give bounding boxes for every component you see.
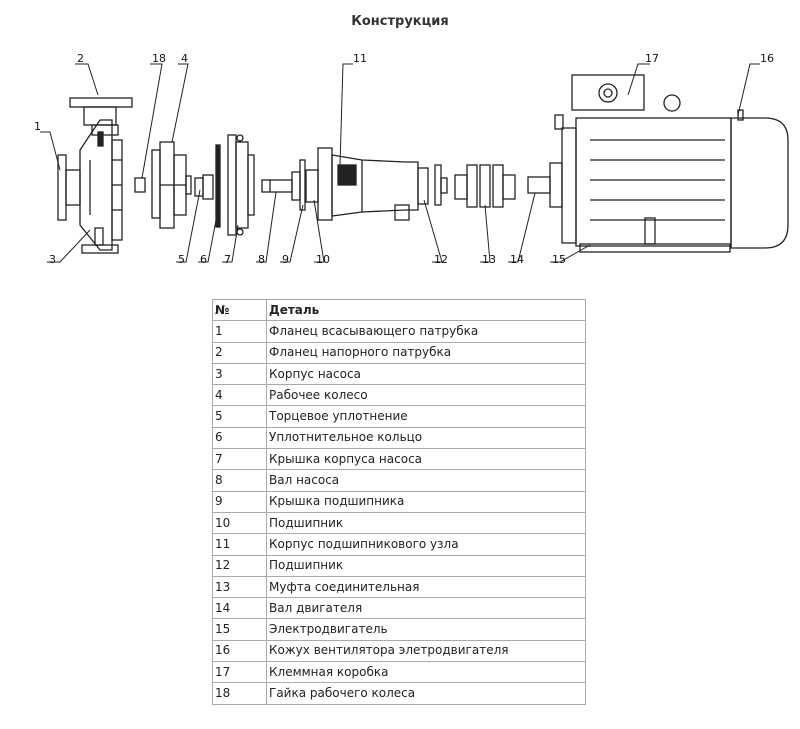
part-name-cell: Крышка подшипника	[266, 490, 586, 513]
part-number-cell: 18	[212, 682, 267, 705]
part-name-cell: Муфта соединительная	[266, 575, 586, 599]
part-number-cell: 12	[212, 554, 267, 577]
column-header-part: Деталь	[266, 298, 586, 322]
part-number-cell: 10	[212, 511, 267, 535]
part-name-cell: Фланец напорного патрубка	[266, 341, 586, 364]
callout-5: 5	[178, 253, 185, 266]
impeller	[151, 141, 192, 229]
callout-18: 18	[152, 52, 166, 65]
callout-6: 6	[200, 253, 207, 266]
motor-shaft	[527, 176, 551, 194]
callout-1: 1	[34, 120, 41, 133]
callout-11: 11	[353, 52, 367, 65]
part-number-cell: 5	[212, 405, 267, 428]
part-number-cell: 14	[212, 597, 267, 620]
page-title: Конструкция	[351, 14, 449, 29]
column-header-number: №	[212, 298, 267, 322]
part-number-cell: 9	[212, 490, 267, 513]
part-name-cell: Уплотнительное кольцо	[266, 426, 586, 450]
part-name-cell: Клеммная коробка	[266, 661, 586, 684]
callout-12: 12	[434, 253, 448, 266]
part-number-cell: 1	[212, 320, 267, 343]
part-number-cell: 6	[212, 426, 267, 450]
callout-8: 8	[258, 253, 265, 266]
callout-9: 9	[282, 253, 289, 266]
electric-motor	[549, 74, 789, 253]
part-number-cell: 8	[212, 469, 267, 492]
callout-10: 10	[316, 253, 330, 266]
callout-14: 14	[510, 253, 524, 266]
part-number-cell: 16	[212, 639, 267, 663]
part-name-cell: Подшипник	[266, 554, 586, 577]
mechanical-seal	[194, 174, 214, 200]
part-name-cell: Подшипник	[266, 511, 586, 535]
impeller-nut	[134, 177, 146, 193]
o-ring	[215, 144, 221, 228]
part-number-cell: 4	[212, 384, 267, 407]
part-name-cell: Корпус подшипникового узла	[266, 533, 586, 556]
part-name-cell: Гайка рабочего колеса	[266, 682, 586, 705]
part-name-cell: Корпус насоса	[266, 362, 586, 386]
bearing-2	[417, 164, 448, 206]
part-number-cell: 2	[212, 341, 267, 364]
callout-16: 16	[760, 52, 774, 65]
callout-7: 7	[224, 253, 231, 266]
pump-casing	[57, 97, 133, 254]
part-name-cell: Рабочее колесо	[266, 384, 586, 407]
part-name-cell: Торцевое уплотнение	[266, 405, 586, 428]
coupling	[454, 164, 516, 208]
bearing-cover	[299, 159, 306, 211]
part-name-cell: Электродвигатель	[266, 618, 586, 641]
callout-2: 2	[77, 52, 84, 65]
part-name-cell: Фланец всасывающего патрубка	[266, 320, 586, 343]
part-name-cell: Вал двигателя	[266, 597, 586, 620]
part-name-cell: Кожух вентилятора элетродвигателя	[266, 639, 586, 663]
part-number-cell: 15	[212, 618, 267, 641]
bearing-1	[305, 169, 319, 203]
part-number-cell: 11	[212, 533, 267, 556]
bearing-housing	[317, 147, 419, 221]
part-number-cell: 3	[212, 362, 267, 386]
part-number-cell: 17	[212, 661, 267, 684]
callout-17: 17	[645, 52, 659, 65]
part-name-cell: Крышка корпуса насоса	[266, 448, 586, 471]
pump-shaft	[261, 171, 301, 201]
part-name-cell: Вал насоса	[266, 469, 586, 492]
callout-15: 15	[552, 253, 566, 266]
callout-3: 3	[49, 253, 56, 266]
part-number-cell: 13	[212, 575, 267, 599]
casing-cover	[227, 134, 255, 236]
exploded-pump-diagram: 1 2 3 4 5 6 7 8 9 10 11 12 13 14 15 16 1…	[34, 52, 789, 266]
callout-4: 4	[181, 52, 188, 65]
callout-13: 13	[482, 253, 496, 266]
part-number-cell: 7	[212, 448, 267, 471]
table-header-row: № Деталь	[212, 298, 586, 322]
